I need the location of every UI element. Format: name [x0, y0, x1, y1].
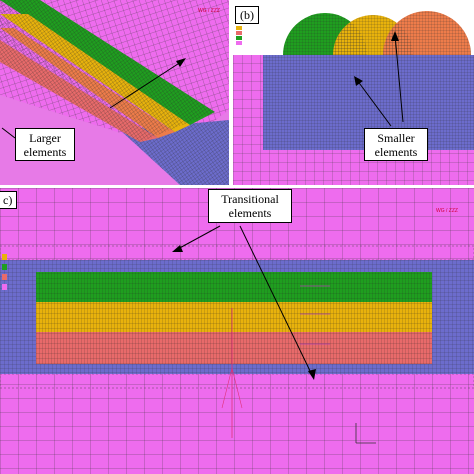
callout-smaller-line1: Smaller	[377, 131, 415, 145]
callout-smaller-line2: elements	[374, 145, 418, 159]
callout-larger-line1: Larger	[29, 131, 61, 145]
panel-c-label: c)	[0, 191, 18, 209]
callout-transitional-elements: Transitional elements	[208, 189, 292, 223]
callout-larger-elements: Larger elements	[15, 128, 75, 161]
panel-a-mesh: WG / ZZZ	[0, 0, 229, 185]
arrow-transitional-1	[175, 225, 221, 251]
callout-transitional-line2: elements	[228, 206, 272, 220]
panel-c: WG / ZZZ c) Transitional elements	[0, 188, 474, 474]
callout-transitional-line1: Transitional	[221, 192, 279, 206]
callout-larger-line2: elements	[23, 145, 67, 159]
panel-b-mesh	[233, 0, 474, 185]
panel-c-mesh: WG / ZZZ	[0, 188, 474, 474]
svg-text:WG / ZZZ: WG / ZZZ	[436, 208, 458, 214]
panel-a: WG / ZZZ Larger elements	[0, 0, 229, 185]
panel-b-label: (b)	[235, 6, 259, 24]
callout-smaller-elements: Smaller elements	[364, 128, 428, 161]
arrow-transitional-2	[239, 225, 313, 376]
arrow-smaller-elements-2	[356, 79, 392, 127]
arrow-smaller-elements-1	[394, 34, 404, 123]
svg-text:WG / ZZZ: WG / ZZZ	[198, 8, 220, 14]
panel-b: (b) Smaller elements	[233, 0, 474, 185]
arrow-larger-elements	[109, 59, 185, 109]
